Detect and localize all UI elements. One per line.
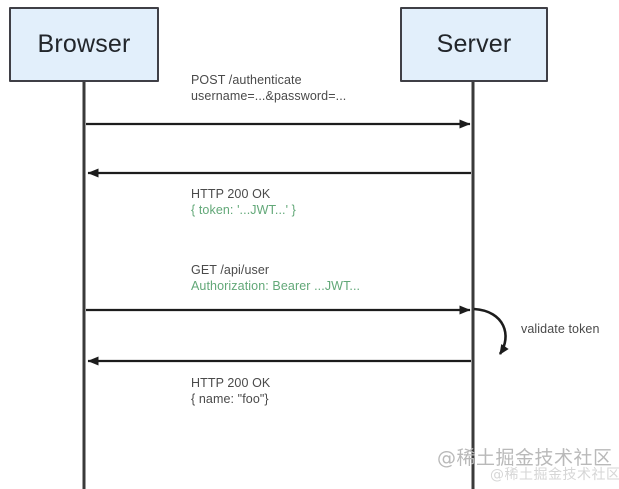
actor-box-server[interactable]: Server: [400, 7, 548, 82]
self-call-arc: [473, 307, 509, 355]
message-4-line2: { name: "foo"}: [191, 392, 269, 406]
self-call-label: validate token: [521, 322, 600, 336]
actor-box-browser[interactable]: Browser: [9, 7, 159, 82]
message-2-line2: { token: '...JWT...' }: [191, 203, 296, 217]
message-4-line1: HTTP 200 OK: [191, 376, 271, 390]
message-label-1: POST /authenticate username=...&password…: [191, 72, 346, 104]
actor-label-server: Server: [436, 30, 512, 58]
message-3-line2: Authorization: Bearer ...JWT...: [191, 279, 361, 293]
message-1-line2: username=...&password=...: [191, 89, 347, 103]
message-3-line1: GET /api/user: [191, 263, 270, 277]
message-label-3: GET /api/user Authorization: Bearer ...J…: [191, 262, 360, 294]
message-label-4: HTTP 200 OK { name: "foo"}: [191, 375, 270, 407]
message-1-line1: POST /authenticate: [191, 73, 302, 87]
actor-label-browser: Browser: [37, 30, 131, 58]
message-label-2: HTTP 200 OK { token: '...JWT...' }: [191, 186, 296, 218]
message-2-line1: HTTP 200 OK: [191, 187, 271, 201]
